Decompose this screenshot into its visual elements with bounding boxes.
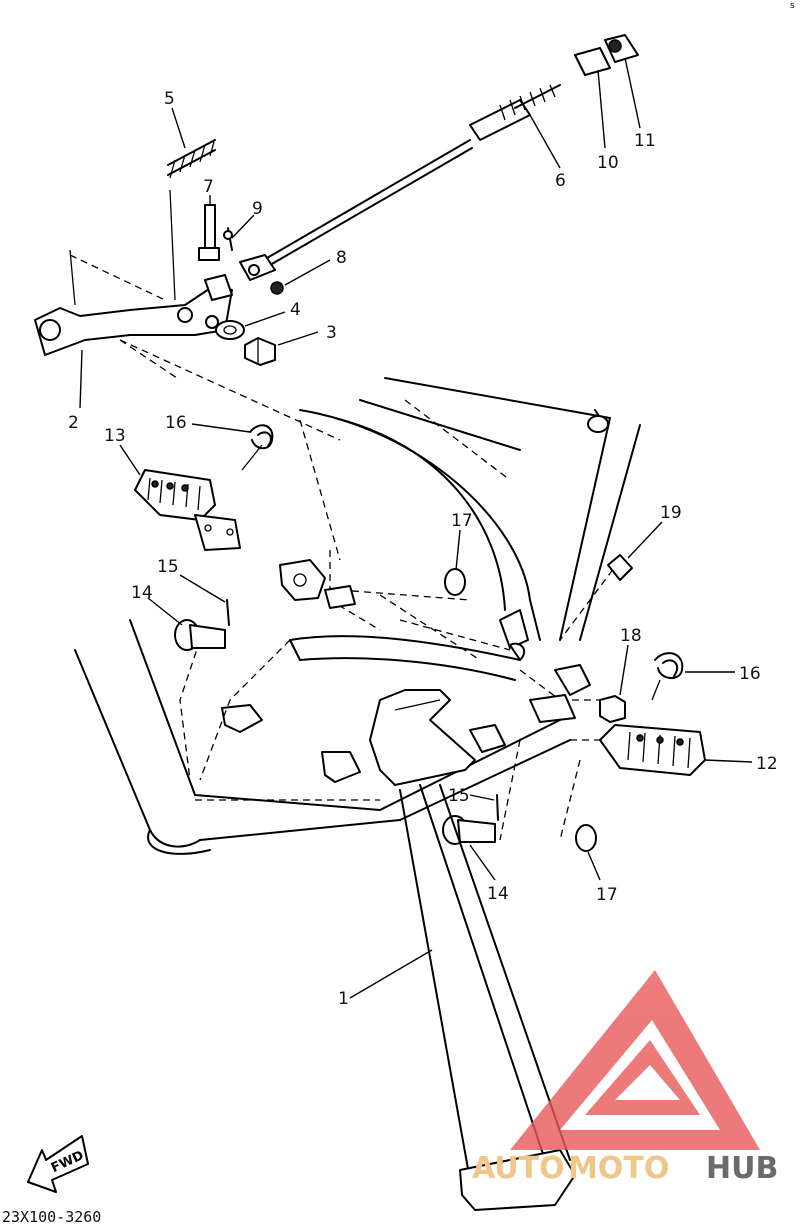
brake-pedal bbox=[34, 189, 233, 356]
bolt-part-7 bbox=[198, 204, 220, 261]
watermark-text: AUTO MOTO HUB bbox=[472, 1151, 778, 1186]
adjuster-part-11 bbox=[604, 34, 639, 63]
callout-17-left: 17 bbox=[451, 511, 473, 531]
callout-6: 6 bbox=[555, 171, 566, 191]
nut-part-8 bbox=[270, 281, 284, 295]
footrest-bracket-right bbox=[529, 664, 591, 723]
clevis-pin-right-part-14 bbox=[442, 815, 496, 845]
spring-part-5 bbox=[167, 139, 216, 179]
callout-11: 11 bbox=[634, 131, 656, 151]
cotter-pin-left-part-15 bbox=[226, 599, 230, 626]
bolt-part-18 bbox=[599, 695, 626, 723]
callout-17-right: 17 bbox=[596, 885, 618, 905]
callout-numbers: 5 7 9 8 4 3 2 6 10 11 13 16 15 14 17 19 … bbox=[68, 89, 778, 1009]
callout-leaders bbox=[79, 57, 753, 999]
pin-part-9 bbox=[223, 227, 233, 251]
spring-right-part-16 bbox=[651, 652, 684, 701]
callout-12: 12 bbox=[756, 754, 778, 774]
callout-2: 2 bbox=[68, 413, 79, 433]
callout-15-right: 15 bbox=[448, 786, 470, 806]
clip-right-part-17 bbox=[575, 824, 597, 852]
callout-13: 13 bbox=[104, 426, 126, 446]
callout-18: 18 bbox=[620, 626, 642, 646]
callout-14-right: 14 bbox=[487, 884, 509, 904]
spring-left-part-16 bbox=[241, 424, 274, 471]
callout-8: 8 bbox=[336, 248, 347, 268]
footrest-right-part-12 bbox=[599, 724, 706, 776]
collar-part-19 bbox=[607, 554, 633, 581]
watermark-auto: AUTO bbox=[472, 1151, 565, 1186]
callout-16-left: 16 bbox=[165, 413, 187, 433]
callout-9: 9 bbox=[252, 199, 263, 219]
fwd-arrow-icon: FWD bbox=[27, 1135, 89, 1193]
callout-4: 4 bbox=[290, 300, 301, 320]
clip-left-part-17 bbox=[444, 568, 466, 596]
cotter-pin-right-part-15 bbox=[496, 794, 499, 821]
callout-14-left: 14 bbox=[131, 583, 153, 603]
footrest-left-part-13 bbox=[134, 469, 241, 551]
callout-10: 10 bbox=[597, 153, 619, 173]
clevis-pin-left-part-14 bbox=[174, 619, 226, 651]
watermark-logo bbox=[510, 970, 760, 1150]
drawing-code: 23X100-3260 bbox=[2, 1208, 101, 1226]
callout-3: 3 bbox=[326, 323, 337, 343]
callout-1: 1 bbox=[338, 989, 349, 1009]
corner-mark: s bbox=[790, 1, 795, 11]
callout-5: 5 bbox=[164, 89, 175, 109]
callout-15-left: 15 bbox=[157, 557, 179, 577]
watermark-moto: MOTO bbox=[568, 1151, 669, 1186]
callout-16-right: 16 bbox=[739, 664, 761, 684]
brake-rod-part-6 bbox=[239, 84, 561, 281]
sidestand-part-1 bbox=[369, 689, 576, 1211]
footrest-bracket-left bbox=[279, 559, 356, 609]
frame-tubes bbox=[74, 377, 641, 855]
bolt-part-3 bbox=[244, 337, 276, 366]
callout-19: 19 bbox=[660, 503, 682, 523]
watermark-hub: HUB bbox=[706, 1151, 778, 1186]
adjust-nut-part-10 bbox=[574, 47, 611, 76]
callout-7: 7 bbox=[203, 177, 214, 197]
washer-part-4 bbox=[215, 320, 245, 340]
